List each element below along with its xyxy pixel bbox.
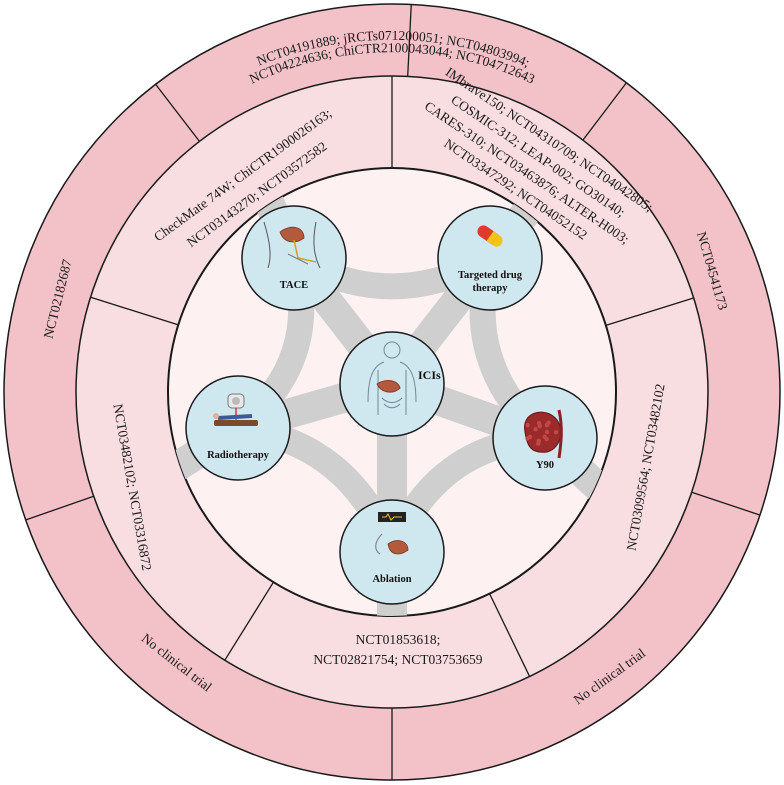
node-label-radiotherapy: Radiotherapy bbox=[207, 450, 270, 461]
node-circle-radiotherapy bbox=[185, 375, 291, 481]
middle-ring-dividers bbox=[86, 76, 698, 681]
center-label: ICIs bbox=[418, 368, 441, 382]
human-body-liver-icon bbox=[367, 341, 417, 415]
ablation-probe-icon bbox=[375, 512, 409, 555]
node-tace: TACE bbox=[241, 205, 347, 311]
outer-divider-3 bbox=[21, 495, 94, 522]
node-label-ablation: Ablation bbox=[372, 574, 411, 585]
node-circle-tace bbox=[241, 205, 347, 311]
middle-divider-4 bbox=[488, 593, 532, 681]
node-y90: Y90 bbox=[492, 385, 598, 491]
radiation-machine-icon bbox=[213, 393, 258, 426]
node-radiotherapy: Radiotherapy bbox=[185, 375, 291, 481]
hepatic-catheter-icon bbox=[263, 221, 321, 269]
microsphere-liver-icon bbox=[524, 409, 563, 459]
mid-bottom-line1: NCT01853618; bbox=[356, 632, 441, 647]
outer-ring-dividers bbox=[21, 4, 764, 780]
node-label-tace: TACE bbox=[280, 280, 308, 291]
pill-capsule-icon bbox=[477, 225, 503, 247]
outer-divider-2 bbox=[582, 79, 630, 141]
mid-bottom-line2: NCT02821754; NCT03753659 bbox=[313, 652, 482, 667]
middle-divider-1 bbox=[86, 295, 179, 326]
outer-divider-5 bbox=[691, 491, 764, 517]
middle-bottom-trials: NCT01853618; NCT02821754; NCT03753659 bbox=[313, 632, 482, 667]
node-label-y90: Y90 bbox=[536, 460, 554, 471]
middle-divider-2 bbox=[605, 296, 698, 326]
outer-divider-1 bbox=[407, 4, 413, 77]
node-circle-targeted bbox=[437, 205, 543, 311]
node-ablation: Ablation bbox=[339, 499, 445, 605]
middle-divider-3 bbox=[222, 581, 275, 664]
outer-divider-0 bbox=[152, 80, 201, 142]
center-node: ICIs bbox=[339, 331, 445, 437]
